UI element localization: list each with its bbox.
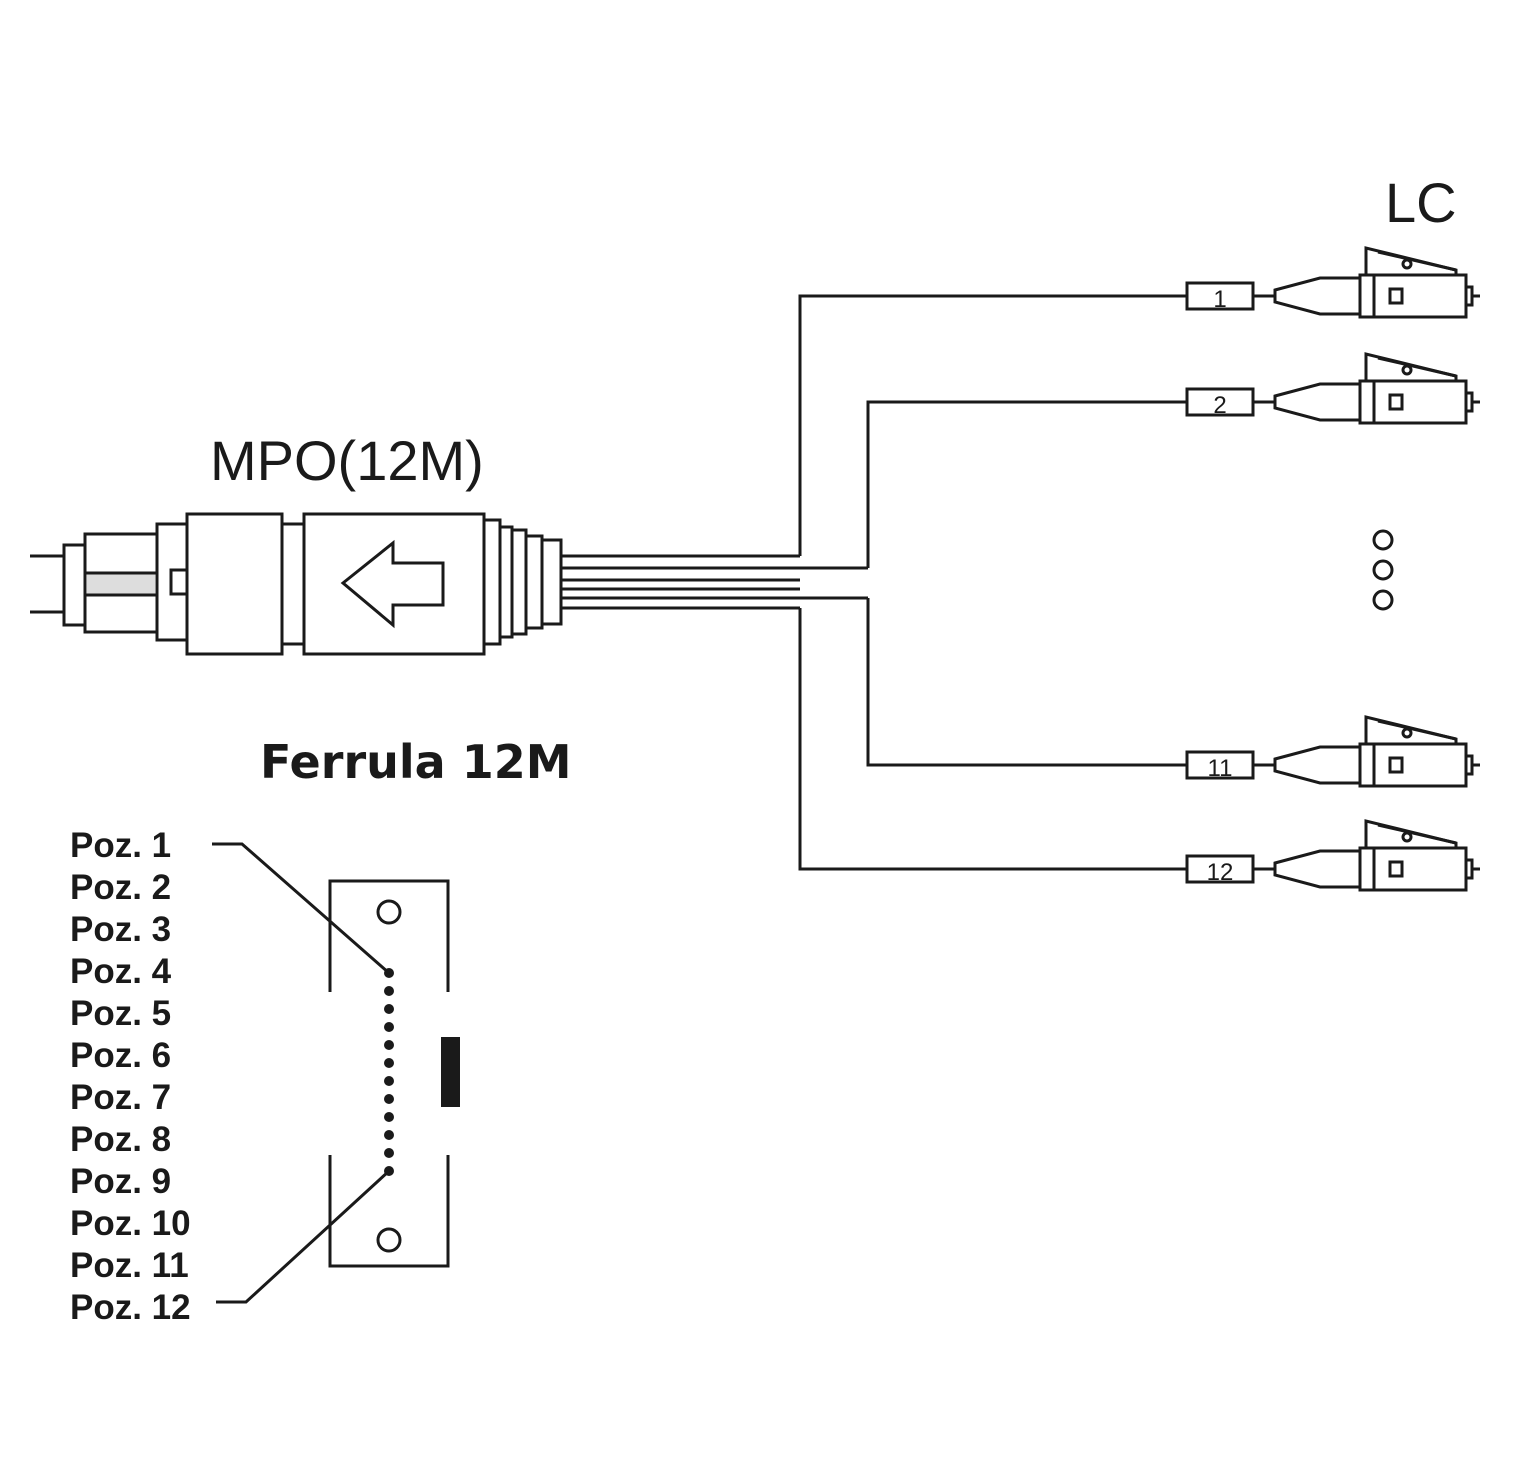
fiber-dot <box>384 1076 394 1086</box>
position-label: Poz. 5 <box>70 994 171 1033</box>
lc-tag-label: 2 <box>1213 392 1226 419</box>
position-label: Poz. 8 <box>70 1120 171 1159</box>
ellipsis-icon <box>1372 529 1394 611</box>
ferrule-face <box>87 573 155 595</box>
fiber-dot <box>384 1022 394 1032</box>
position-label: Poz. 10 <box>70 1204 191 1243</box>
fiber-dot <box>384 1004 394 1014</box>
mpo-connector <box>30 512 563 656</box>
position-label: Poz. 12 <box>70 1288 191 1327</box>
position-label: Poz. 6 <box>70 1036 171 1075</box>
position-list: Poz. 1 Poz. 2 Poz. 3 Poz. 4 Poz. 5 Poz. … <box>70 826 191 1327</box>
position-label: Poz. 9 <box>70 1162 171 1201</box>
position-label: Poz. 1 <box>70 826 171 865</box>
fiber-dot <box>384 1040 394 1050</box>
lc-connector: 12 <box>1185 819 1480 892</box>
fiber-dot <box>384 1148 394 1158</box>
lc-connector: 2 <box>1185 352 1480 425</box>
lc-connector: 11 <box>1185 715 1480 788</box>
position-label: Poz. 4 <box>70 952 172 991</box>
lc-connector: 1 <box>1185 246 1480 319</box>
position-label: Poz. 7 <box>70 1078 171 1117</box>
fiber-dot <box>384 1130 394 1140</box>
fiber-dot <box>384 1112 394 1122</box>
lc-tag-label: 1 <box>1213 286 1226 313</box>
key-marker <box>441 1037 460 1107</box>
arrow-left-icon <box>340 539 445 629</box>
mpo-label: MPO(12M) <box>210 429 484 492</box>
ferrule-title: Ferrula 12M <box>260 735 572 789</box>
position-label: Poz. 2 <box>70 868 171 907</box>
leader-line-pos1 <box>212 842 390 975</box>
lc-tag-label: 12 <box>1207 859 1234 886</box>
fiber-dot <box>384 986 394 996</box>
lc-label: LC <box>1385 171 1457 234</box>
position-label: Poz. 3 <box>70 910 171 949</box>
fiber-dot <box>384 1094 394 1104</box>
lc-tag-label: 11 <box>1208 755 1233 782</box>
fiber-dot <box>384 1058 394 1068</box>
ferrule-face-diagram <box>212 842 460 1304</box>
position-label: Poz. 11 <box>70 1246 189 1285</box>
leader-line-pos12 <box>216 1169 391 1304</box>
fiber-dots <box>384 968 394 1176</box>
fiber-fanout <box>561 294 1188 871</box>
